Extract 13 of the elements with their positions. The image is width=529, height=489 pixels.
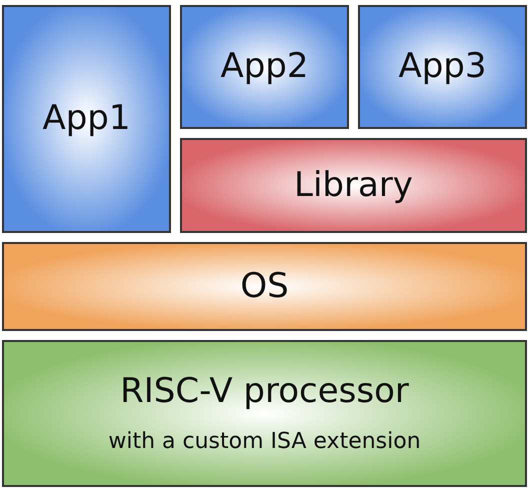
processor-layer bbox=[2, 340, 527, 487]
layer-subtitle: with a custom ISA extension bbox=[108, 428, 421, 454]
layer-title: App3 bbox=[398, 48, 487, 86]
os-layer bbox=[2, 242, 527, 331]
app-box bbox=[2, 5, 171, 233]
layer-title: App1 bbox=[42, 100, 131, 138]
layer-title: App2 bbox=[220, 48, 309, 86]
app-box bbox=[358, 5, 527, 129]
layer-title: RISC-V processor bbox=[120, 373, 409, 411]
app-box bbox=[180, 5, 349, 129]
layer-title: OS bbox=[240, 268, 289, 306]
layer-title: Library bbox=[294, 166, 413, 204]
library-box bbox=[180, 138, 527, 233]
